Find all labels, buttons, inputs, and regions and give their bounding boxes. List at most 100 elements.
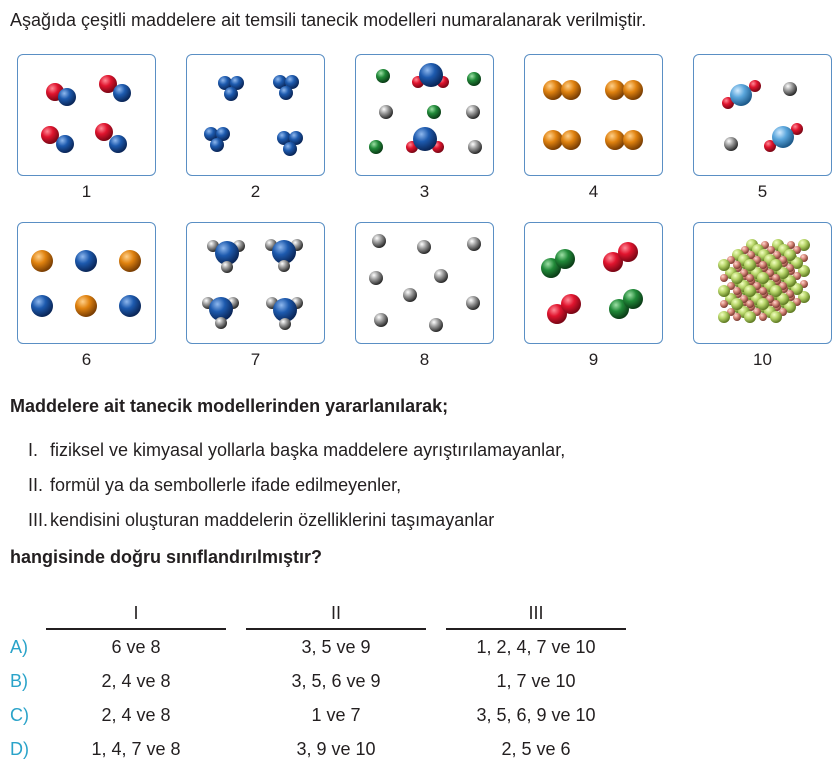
table-header-3: III xyxy=(528,603,544,623)
model-7: 7 xyxy=(186,222,325,370)
lattice-small-ion xyxy=(759,313,767,321)
table-rule-3 xyxy=(446,628,626,630)
model-5-box xyxy=(693,54,832,176)
statement-2: II. formül ya da sembollerle ifade edilme… xyxy=(28,475,401,496)
model-6-particles xyxy=(31,250,141,317)
lattice-large-ion xyxy=(718,311,730,323)
lattice-large-ion xyxy=(777,267,789,279)
lattice-large-ion xyxy=(744,259,756,271)
model-3-box xyxy=(355,54,494,176)
lattice-large-ion xyxy=(784,301,796,313)
lattice-large-ion xyxy=(791,283,803,295)
model-7-label: 7 xyxy=(250,350,261,369)
statement-1: I. fiziksel ve kimyasal yollarla başka ma… xyxy=(28,440,565,461)
question-end: hangisinde doğru sınıflandırılmıştır? xyxy=(10,547,323,567)
model-10: 10 xyxy=(693,222,832,370)
lattice-small-ion xyxy=(772,274,780,282)
model-10-lattice xyxy=(718,239,810,323)
model-6-label: 6 xyxy=(81,350,92,369)
lattice-large-ion xyxy=(798,265,810,277)
model-3: 3 xyxy=(355,54,494,202)
model-4: 4 xyxy=(524,54,663,202)
model-6-box xyxy=(17,222,156,344)
statement-2-text: formül ya da sembollerle ifade edilmeyen… xyxy=(50,475,402,495)
lattice-small-ion xyxy=(746,300,754,308)
model-7-particles xyxy=(202,239,303,330)
option-a-letter[interactable]: A) xyxy=(10,637,28,657)
lattice-large-ion xyxy=(744,285,756,297)
lattice-large-ion xyxy=(791,257,803,269)
statement-3-numeral: III. xyxy=(28,510,49,530)
model-2: 2 xyxy=(186,54,325,202)
option-d-letter[interactable]: D) xyxy=(10,739,29,759)
model-5-particles xyxy=(722,80,803,152)
lattice-large-ion xyxy=(770,259,782,271)
option-d-col-2: 3, 9 ve 10 xyxy=(296,739,376,759)
option-c-col-2: 1 ve 7 xyxy=(311,705,361,725)
lattice-large-ion xyxy=(744,311,756,323)
statement-1-text: fiziksel ve kimyasal yollarla başka madd… xyxy=(50,440,566,460)
model-9-label: 9 xyxy=(588,350,599,369)
model-8-box xyxy=(355,222,494,344)
lattice-small-ion xyxy=(720,274,728,282)
model-1-label: 1 xyxy=(81,182,92,201)
lattice-small-ion xyxy=(733,261,741,269)
statement-3-text: kendisini oluşturan maddelerin özellikle… xyxy=(50,510,495,530)
lattice-large-ion xyxy=(770,311,782,323)
lattice-small-ion xyxy=(772,300,780,308)
statement-2-numeral: II. xyxy=(28,475,44,495)
lattice-large-ion xyxy=(757,298,769,310)
option-d-col-1: 1, 4, 7 ve 8 xyxy=(91,739,181,759)
lattice-large-ion xyxy=(777,293,789,305)
option-a-col-3: 1, 2, 4, 7 ve 10 xyxy=(476,637,596,657)
option-d-col-3: 2, 5 ve 6 xyxy=(501,739,571,759)
table-rule-2 xyxy=(246,628,426,630)
model-1-box xyxy=(17,54,156,176)
model-8: 8 xyxy=(355,222,494,370)
model-4-box xyxy=(524,54,663,176)
lattice-small-ion xyxy=(720,300,728,308)
model-3-label: 3 xyxy=(419,182,430,201)
lattice-large-ion xyxy=(798,239,810,251)
statement-1-numeral: I. xyxy=(28,440,39,460)
lattice-small-ion xyxy=(759,287,767,295)
model-2-label: 2 xyxy=(250,182,261,201)
option-a-col-1: 6 ve 8 xyxy=(111,637,161,657)
model-10-box xyxy=(693,222,832,344)
option-a-col-2: 3, 5 ve 9 xyxy=(301,637,371,657)
intro-text: Aşağıda çeşitli maddelere ait temsili ta… xyxy=(10,10,647,30)
lattice-large-ion xyxy=(784,249,796,261)
lattice-large-ion xyxy=(718,285,730,297)
option-c-col-1: 2, 4 ve 8 xyxy=(101,705,171,725)
lattice-large-ion xyxy=(798,291,810,303)
lattice-small-ion xyxy=(733,287,741,295)
option-c-letter[interactable]: C) xyxy=(10,705,29,725)
model-2-box xyxy=(186,54,325,176)
lattice-small-ion xyxy=(759,261,767,269)
model-8-particles xyxy=(369,234,481,332)
model-1-particles xyxy=(41,75,131,153)
lattice-large-ion xyxy=(784,275,796,287)
model-4-label: 4 xyxy=(588,182,599,201)
table-header-1: I xyxy=(133,603,139,623)
model-4-particles xyxy=(543,80,643,150)
lattice-large-ion xyxy=(731,298,743,310)
option-b-col-2: 3, 5, 6 ve 9 xyxy=(291,671,381,691)
table-rule-1 xyxy=(46,628,226,630)
question-heading: Maddelere ait tanecik modellerinden yara… xyxy=(10,396,449,416)
lattice-small-ion xyxy=(746,274,754,282)
lattice-small-ion xyxy=(733,313,741,321)
model-7-box xyxy=(186,222,325,344)
model-6: 6 xyxy=(17,222,156,370)
table-header-2: II xyxy=(330,603,341,623)
model-5: 5 xyxy=(693,54,832,202)
option-b-col-3: 1, 7 ve 10 xyxy=(496,671,576,691)
model-3-particles xyxy=(369,63,482,154)
model-5-label: 5 xyxy=(757,182,768,201)
lattice-large-ion xyxy=(770,285,782,297)
lattice-large-ion xyxy=(718,259,730,271)
model-9-particles xyxy=(541,242,643,324)
model-1: 1 xyxy=(17,54,156,202)
option-b-letter[interactable]: B) xyxy=(10,671,28,691)
option-b-col-1: 2, 4 ve 8 xyxy=(101,671,171,691)
